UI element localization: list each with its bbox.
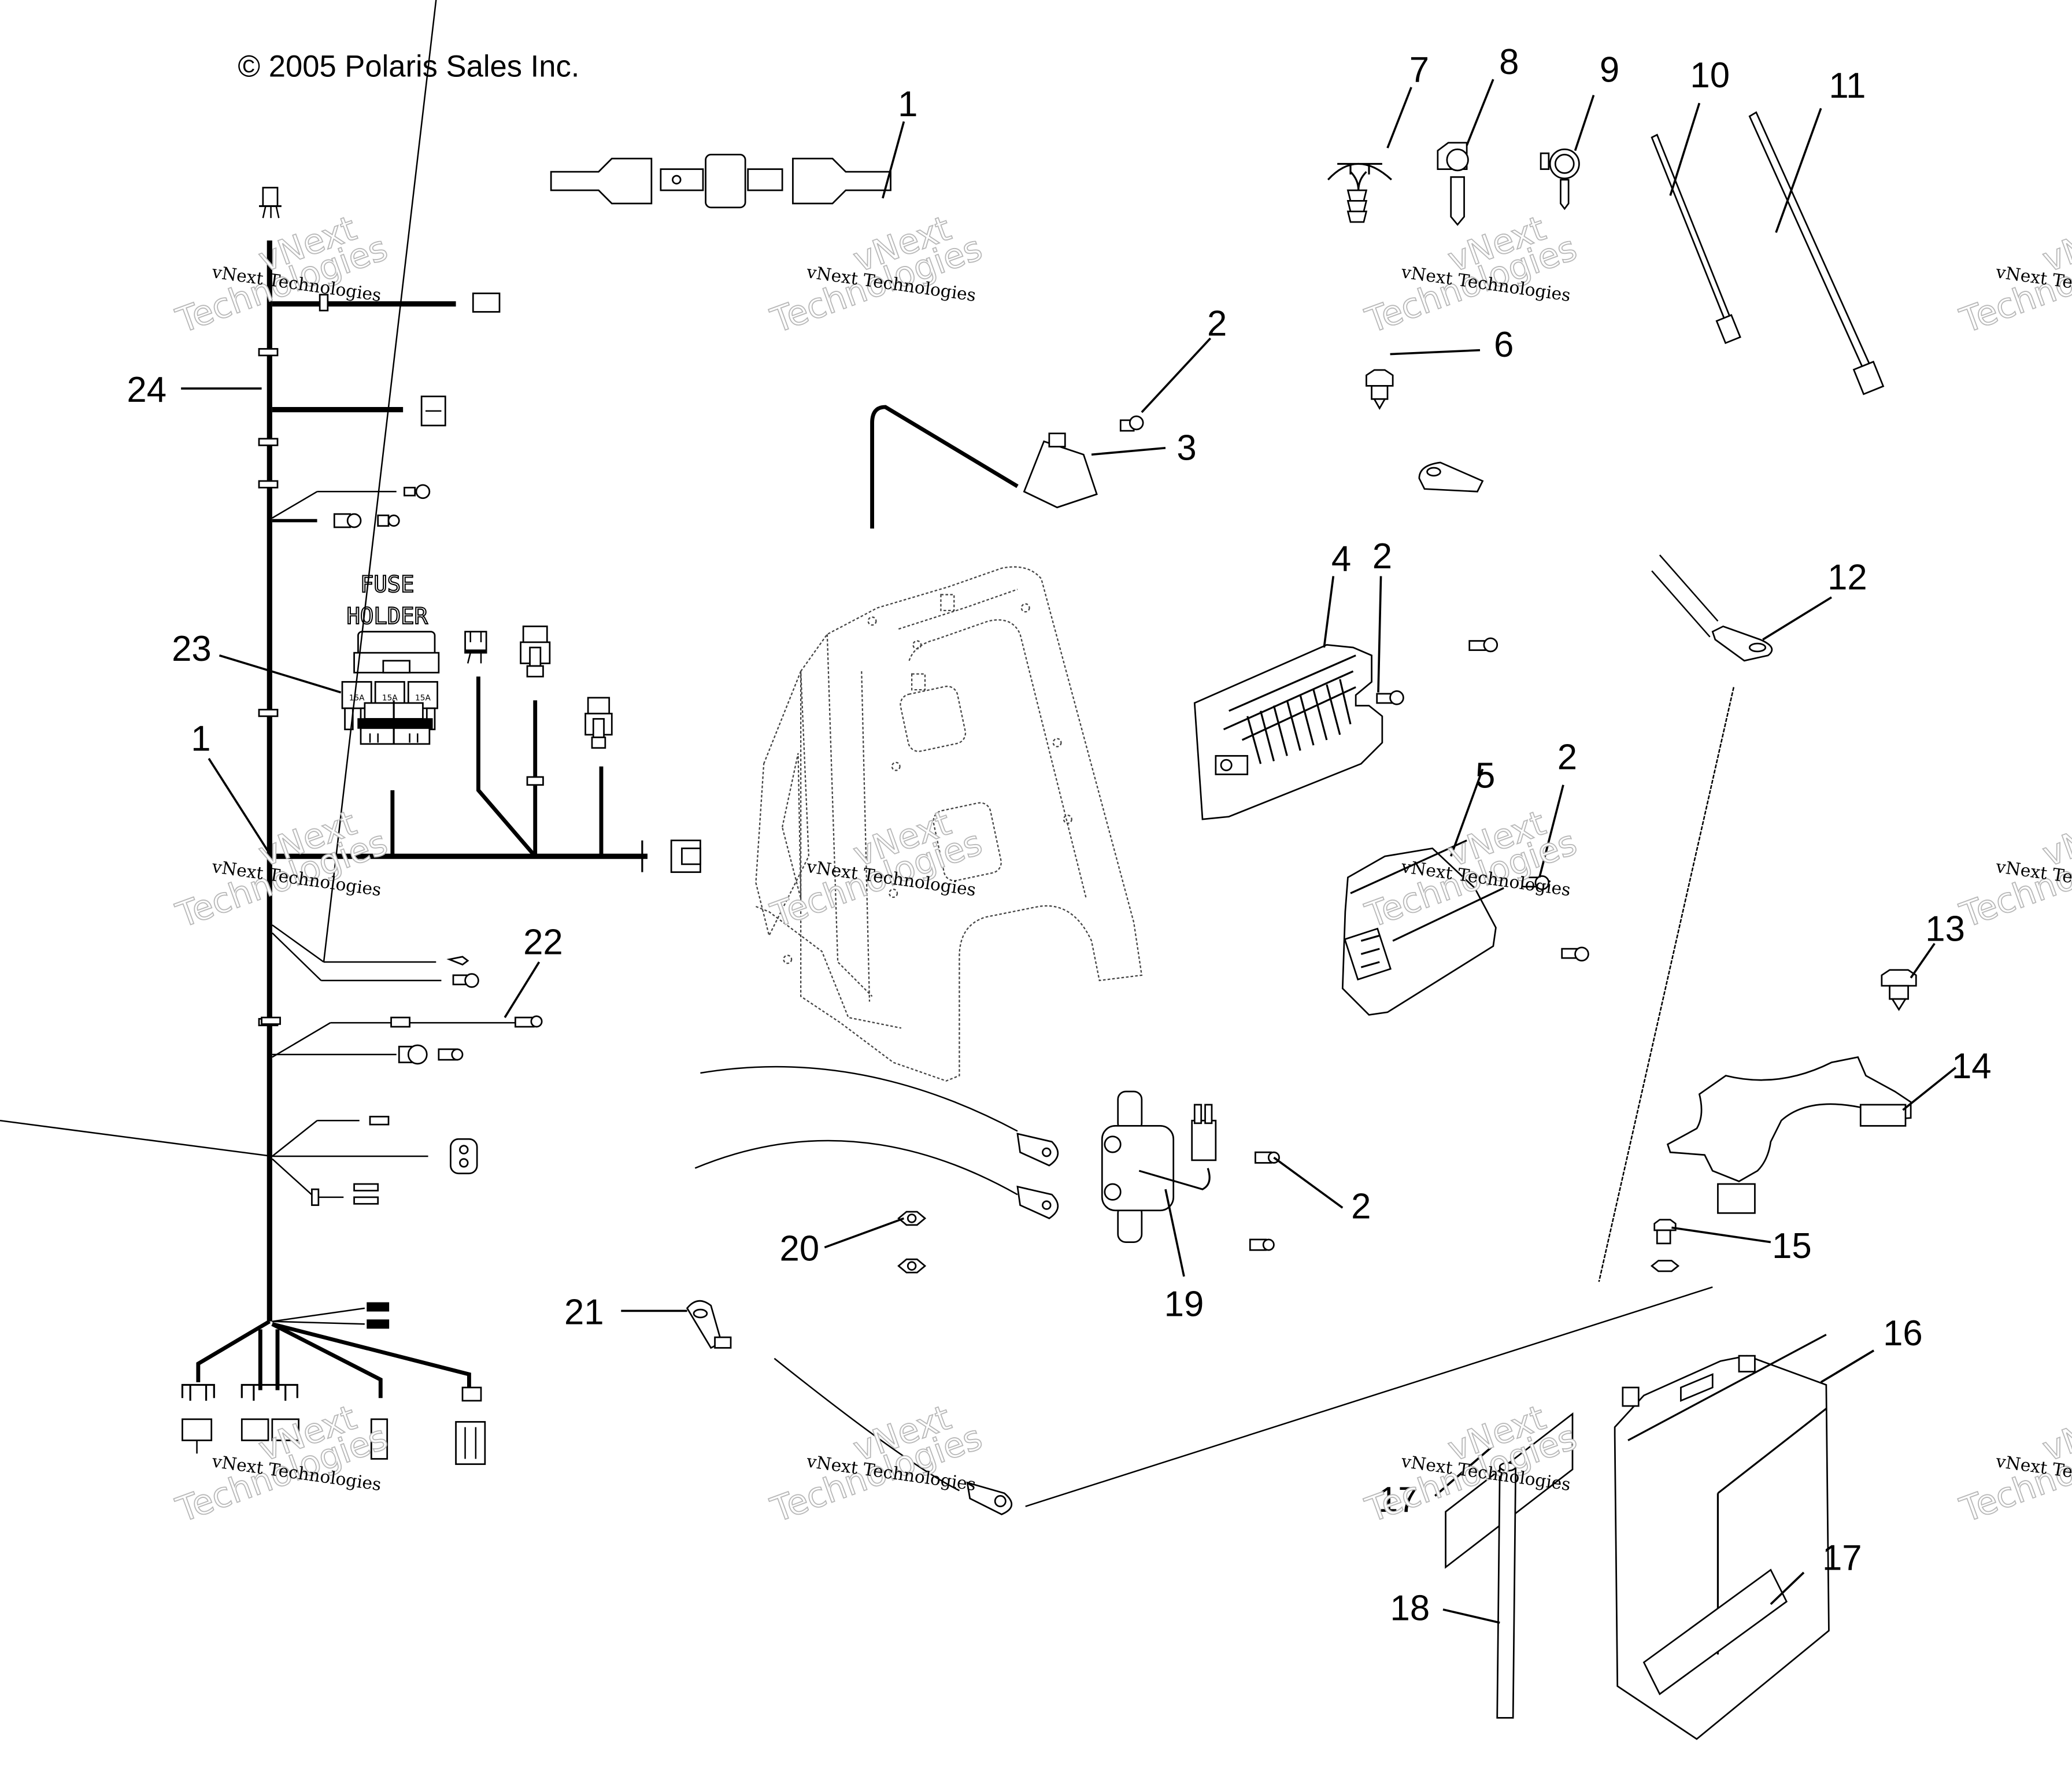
vent-tube-part-18[interactable]	[1496, 1462, 1517, 1719]
fuse-rating: 15A	[349, 693, 365, 702]
callout-c16: 16	[1883, 1314, 1923, 1353]
callout-c17-a: 17	[1378, 1480, 1418, 1520]
connector-terminal-part-1[interactable]	[550, 154, 891, 209]
battery-part-16[interactable]	[1614, 1334, 1830, 1740]
callout-c23: 23	[172, 629, 212, 669]
cable-lugs	[966, 1133, 1059, 1515]
callout-c8: 8	[1499, 42, 1519, 82]
sealed-connector	[520, 626, 551, 678]
battery-cable-terminal-part-21[interactable]	[686, 1300, 732, 1349]
ground-cable-part-12[interactable]	[1598, 554, 1773, 1282]
callout-c14: 14	[1952, 1046, 1992, 1086]
callout-c19: 19	[1164, 1285, 1204, 1324]
callout-c4: 4	[1331, 539, 1351, 579]
relay-connector	[464, 631, 487, 664]
callout-c18: 18	[1390, 1588, 1430, 1628]
callout-c3: 3	[1176, 428, 1196, 468]
bolt-part-13[interactable]	[1881, 969, 1917, 1011]
callout-c22: 22	[523, 922, 563, 962]
bolt-nut-part-15[interactable]	[1650, 1219, 1680, 1272]
battery-bracket-part-14[interactable]	[1666, 1056, 1912, 1214]
sealed-connector	[584, 697, 613, 749]
harness-top-connector	[259, 187, 282, 219]
leader-lines	[181, 79, 1956, 1624]
voltage-regulator-part-4[interactable]	[1193, 644, 1383, 820]
push-clip-part-7[interactable]	[1327, 162, 1392, 223]
screw-part-2[interactable]	[1376, 690, 1404, 705]
fuse-holder[interactable]: FUSE HOLDER	[346, 571, 440, 674]
callout-c24: 24	[127, 370, 166, 410]
callout-c1-left: 1	[191, 719, 210, 758]
wire-clip-part-9[interactable]	[1540, 148, 1580, 210]
sensor-part-3[interactable]	[870, 405, 1098, 529]
callout-c12: 12	[1827, 557, 1867, 597]
screw-part-2[interactable]	[1468, 637, 1498, 653]
copyright-text: © 2005 Polaris Sales Inc.	[238, 50, 579, 84]
callout-c7: 7	[1409, 50, 1429, 90]
callout-c5: 5	[1475, 756, 1495, 796]
screw-part-2[interactable]	[1249, 1238, 1275, 1251]
callout-c13: 13	[1925, 909, 1965, 949]
callout-c6: 6	[1494, 325, 1514, 365]
callout-c10: 10	[1690, 56, 1730, 95]
callout-c11: 11	[1829, 66, 1866, 106]
cdi-module-part-5[interactable]	[1341, 839, 1504, 1016]
callout-c2-c: 2	[1557, 737, 1577, 777]
callout-c17-b: 17	[1822, 1538, 1862, 1578]
starter-solenoid-part-19[interactable]	[1101, 1090, 1217, 1243]
screw-part-2[interactable]	[1521, 875, 1550, 890]
callout-c21: 21	[564, 1292, 604, 1332]
screw-part-2[interactable]	[1561, 946, 1589, 962]
battery-cables	[694, 1065, 1713, 1507]
main-wiring-harness[interactable]: FUSE HOLDER 15A 15A 15A	[0, 0, 701, 1465]
callout-c15: 15	[1772, 1226, 1812, 1266]
fuse-rating: 15A	[382, 693, 398, 702]
harness-connector	[472, 293, 501, 313]
harness-end-connector	[670, 839, 701, 873]
wire-clip-part-8[interactable]	[1437, 142, 1469, 226]
screw-part-2[interactable]	[1119, 415, 1144, 432]
screw-part-2[interactable]	[1255, 1151, 1280, 1164]
bottom-connectors	[181, 1383, 486, 1465]
bolt-part-6[interactable]	[1366, 369, 1394, 410]
fuse-holder-connector	[357, 700, 433, 745]
callout-c20: 20	[780, 1229, 820, 1269]
cable-tie-part-11[interactable]	[1748, 111, 1885, 395]
callout-c2-b: 2	[1372, 536, 1392, 576]
callout-c1-top: 1	[898, 84, 917, 124]
callout-c2-a: 2	[1207, 304, 1227, 344]
callout-c2-d: 2	[1351, 1186, 1371, 1226]
cable-tie-part-10[interactable]	[1651, 134, 1741, 345]
ring-terminal	[1418, 461, 1484, 493]
fuse-holder-title-line2: HOLDER	[347, 604, 428, 630]
fuse-rating: 15A	[415, 693, 431, 702]
callout-c9: 9	[1600, 50, 1619, 90]
pad-part-17[interactable]	[1642, 1568, 1788, 1696]
nut-part-20[interactable]	[897, 1211, 927, 1274]
